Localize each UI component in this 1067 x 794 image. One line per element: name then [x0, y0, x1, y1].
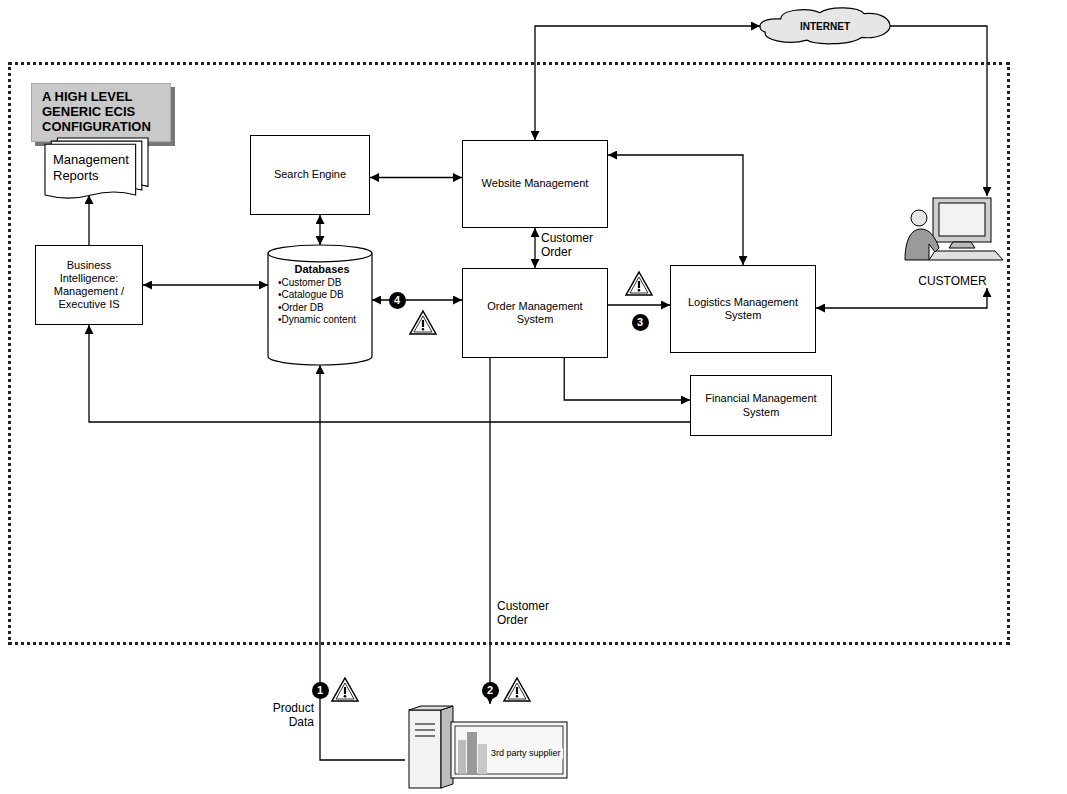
callout-number: 3 — [632, 314, 649, 331]
node-label: A HIGH LEVEL GENERIC ECIS CONFIGURATION — [42, 90, 160, 135]
node-label: Search Engine — [274, 168, 346, 181]
report-document: Management Reports — [45, 138, 148, 200]
connector — [608, 304, 670, 305]
node-text: •Catalogue DB — [278, 289, 366, 302]
connector — [489, 358, 490, 704]
node-label: Business Intelligence: Management / Exec… — [42, 259, 136, 312]
connector — [890, 26, 987, 196]
warning-sign — [504, 678, 530, 701]
database-cylinder: Databases•Customer DB•Catalogue DB•Order… — [268, 245, 372, 365]
connector — [816, 288, 987, 308]
callout-number: 2 — [482, 682, 499, 699]
node-label: Website Management — [482, 177, 589, 190]
node-text: •Dynamic content — [278, 314, 366, 327]
connector — [372, 299, 462, 300]
connector — [608, 155, 743, 265]
supplier-server-icon — [409, 706, 567, 788]
node-label: Management Reports — [53, 152, 132, 183]
edge-label: Product Data — [250, 702, 314, 730]
process-box: Financial Management System — [690, 375, 832, 436]
node-label: Logistics Management System — [677, 296, 809, 322]
node-label: Financial Management System — [697, 392, 825, 418]
system-boundary: A HIGH LEVEL GENERIC ECIS CONFIGURATION S… — [8, 62, 1010, 645]
process-box: Business Intelligence: Management / Exec… — [35, 245, 143, 325]
connector — [564, 358, 690, 400]
callout-number: 1 — [312, 682, 329, 699]
connector — [319, 215, 320, 245]
supplier-node: 3rd party supplier — [405, 704, 570, 788]
process-box: Search Engine — [250, 135, 370, 215]
warning-sign — [626, 272, 652, 295]
connector — [143, 284, 268, 285]
callout-number: 4 — [389, 292, 406, 309]
warning-sign — [332, 678, 358, 701]
connector — [535, 26, 760, 140]
warning-sign — [410, 311, 436, 334]
customer-node: CUSTOMER — [895, 196, 1010, 288]
process-box: Website Management — [462, 140, 608, 228]
connector — [88, 195, 89, 245]
node-label: Order Management System — [469, 300, 601, 326]
node-label: INTERNET — [800, 21, 850, 32]
process-box: Logistics Management System — [670, 265, 816, 353]
node-text: •Order DB — [278, 302, 366, 315]
node-text: •Customer DB — [278, 277, 366, 290]
node-label: 3rd party supplier — [491, 748, 563, 759]
edge-label: Customer Order — [497, 600, 561, 628]
customer-computer-icon — [905, 198, 1003, 260]
connector — [370, 177, 462, 178]
node-label: Databases — [278, 263, 366, 277]
internet-cloud: INTERNET — [760, 4, 890, 48]
connector — [320, 365, 405, 760]
connector — [534, 228, 535, 268]
process-box: Order Management System — [462, 268, 608, 358]
heading-panel: A HIGH LEVEL GENERIC ECIS CONFIGURATION — [31, 83, 171, 142]
edge-label: Customer Order — [541, 232, 605, 260]
node-label: CUSTOMER — [918, 274, 986, 288]
